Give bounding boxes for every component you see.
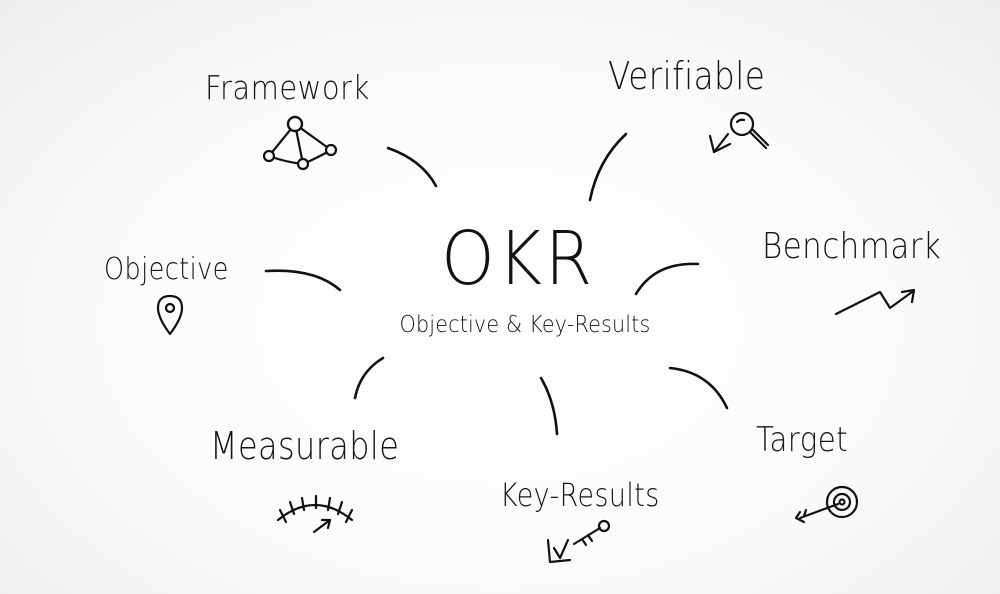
network-icon	[262, 115, 338, 171]
connector-verifiable	[588, 132, 628, 202]
center-subtitle: Objective & Key-Results	[399, 312, 651, 338]
connector-objective	[264, 269, 342, 292]
connector-framework	[386, 146, 438, 188]
connector-key-results	[539, 376, 559, 436]
gauge-icon	[276, 494, 354, 534]
location-pin-icon	[156, 294, 184, 336]
connector-measurable	[353, 356, 385, 400]
key-check-icon	[546, 519, 611, 564]
node-benchmark-label: Benchmark	[762, 226, 942, 267]
magnifier-check-icon	[708, 111, 770, 154]
connector-target	[668, 366, 729, 410]
center-title: OKR	[441, 216, 595, 302]
node-target-label: Target	[756, 420, 849, 460]
node-objective-label: Objective	[104, 252, 229, 287]
trend-arrow-icon	[834, 288, 916, 316]
target-dart-icon	[794, 485, 859, 524]
node-verifiable-label: Verifiable	[608, 54, 766, 98]
node-framework-label: Framework	[205, 68, 370, 107]
connector-benchmark	[634, 262, 700, 296]
node-measurable-label: Measurable	[210, 424, 400, 468]
node-key-results-label: Key-Results	[500, 476, 660, 514]
